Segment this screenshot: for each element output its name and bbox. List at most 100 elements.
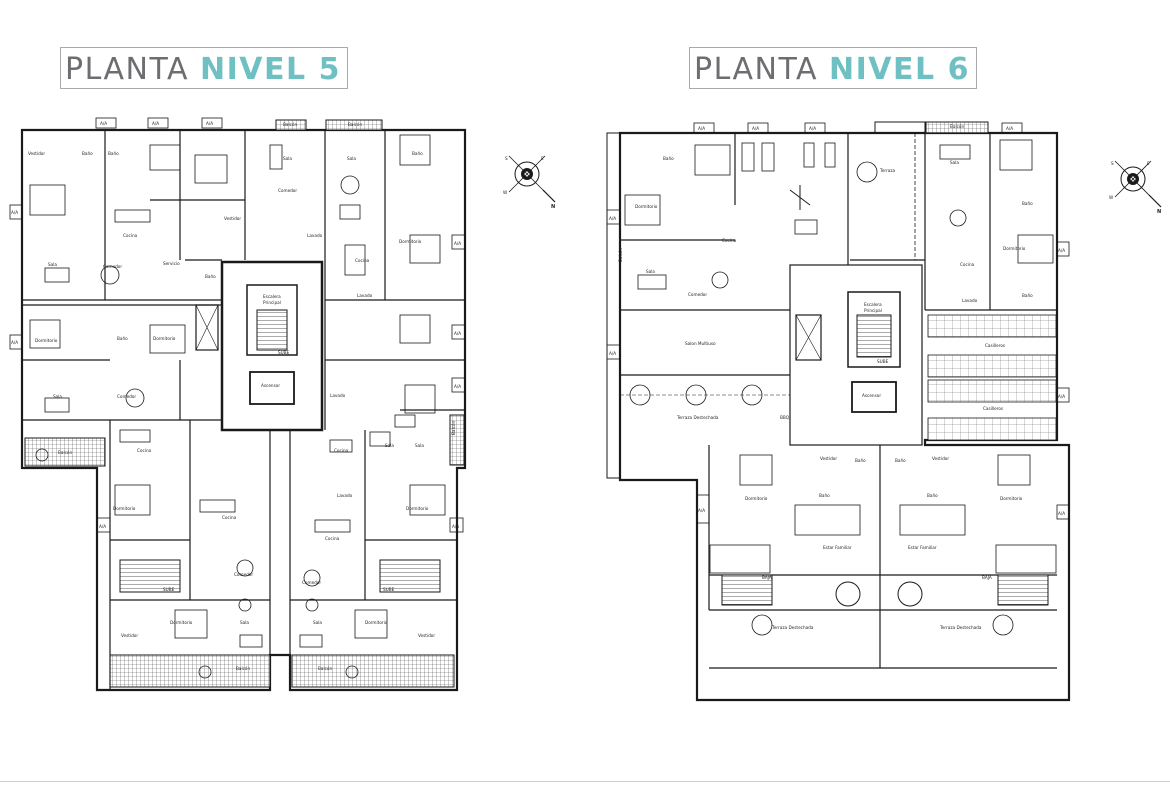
level5-balcony-right (449, 414, 465, 466)
l6-aa-left2: A/A (609, 351, 616, 356)
l5-comedor2: Comedor (103, 264, 122, 269)
l5-aa-top2: A/A (152, 121, 159, 126)
l5-bano1: Baño (82, 151, 93, 156)
l5-balcon-top1: Balcón (283, 122, 297, 127)
l6-bbq: BBQ (780, 415, 790, 420)
l6-bano3: Baño (1022, 293, 1033, 298)
l5-cocina1: Cocina (123, 233, 138, 238)
l6-escalera: Escalera (864, 302, 882, 307)
l6-lavado1: Lavado (962, 298, 978, 303)
l5-sube2: SUBE (163, 587, 175, 592)
l5-cocina2: Cocina (355, 258, 370, 263)
l5-dormitorio1: Dormitorio (399, 239, 422, 244)
level5-outer-wall (20, 128, 467, 692)
l5-sala2: Sala (347, 156, 356, 161)
l6-aa-left3: A/A (698, 508, 705, 513)
l5-sala1: Sala (283, 156, 292, 161)
l5-bano2: Baño (108, 151, 119, 156)
level5-title-name: NIVEL 5 (200, 52, 341, 87)
l5-comedor3: Comedor (117, 394, 136, 399)
l5-vestidor2: Vestidor (224, 216, 241, 221)
level5-balcony-left (24, 437, 106, 467)
level6-labels: A/A A/A A/A A/A Balcón Baño Terraza Sala… (609, 124, 1065, 630)
l6-bano4: Baño (855, 458, 866, 463)
l6-aa-right1: A/A (1058, 248, 1065, 253)
l5-balcon-right: Balcón (451, 421, 456, 435)
l5-principal: Principal (263, 300, 281, 305)
level5-title: PLANTA NIVEL 5 (60, 47, 348, 89)
l6-estar2: Estar Familiar (908, 545, 937, 550)
l5-vestidor4: Vestidor (418, 633, 435, 638)
l5-lavado1: Lavado (307, 233, 323, 238)
l5-dormitorio7: Dormitorio (365, 620, 388, 625)
l5-sala6: Sala (415, 443, 424, 448)
l6-ascensor: Ascensor (862, 393, 881, 398)
l6-balcon-top: Balcón (950, 124, 964, 129)
l5-vestidor1: Vestidor (28, 151, 45, 156)
l6-casilleros2: Casilleros (983, 406, 1003, 411)
l6-dormitorio2: Dormitorio (1003, 246, 1026, 251)
l5-aa-left3: A/A (99, 524, 106, 529)
level5-core (220, 260, 324, 432)
compass2-west: W (1109, 195, 1113, 200)
l5-sala4: Sala (53, 394, 62, 399)
l6-aa-left1: A/A (609, 216, 616, 221)
l5-escalera: Escalera (263, 294, 281, 299)
l5-lavado4: Lavado (337, 493, 353, 498)
level5-balcony-top2 (325, 119, 383, 131)
l6-sala2: Sala (646, 269, 655, 274)
l5-dormitorio5: Dormitorio (406, 506, 429, 511)
l6-aa-top4: A/A (1006, 126, 1013, 131)
l6-bano5: Baño (895, 458, 906, 463)
l5-sala8: Sala (313, 620, 322, 625)
l5-lavado3: Lavado (330, 393, 346, 398)
l6-terraza: Terraza (879, 168, 896, 173)
compass2-south: S (1111, 161, 1114, 166)
l6-balcon-left: Balcón (618, 248, 623, 262)
l6-comedor1: Comedor (688, 292, 707, 297)
l6-sube: SUBE (877, 359, 889, 364)
l5-aa-right3: A/A (454, 384, 461, 389)
level6-outer-wall (618, 131, 1071, 702)
l5-sube1: SUBE (278, 350, 290, 355)
l5-aa-right1: A/A (454, 241, 461, 246)
l5-aa-top3: A/A (206, 121, 213, 126)
l5-sala5: Sala (385, 443, 394, 448)
level5-labels: A/A A/A A/A Balcón Balcón Vestidor Baño … (11, 121, 461, 671)
l6-cocina1: Cocina (722, 238, 737, 243)
level5-balcony-bottom-left (109, 654, 271, 688)
l6-aa-top2: A/A (752, 126, 759, 131)
level6-title-prefix: PLANTA (694, 52, 818, 87)
compass2-east: E (1147, 161, 1150, 166)
level6-title: PLANTA NIVEL 6 (689, 47, 977, 89)
level5-balcony-top1 (275, 119, 307, 131)
l5-cocina4: Cocina (334, 448, 349, 453)
l5-servicio: Servicio (163, 261, 180, 266)
compass1-west: W (503, 190, 507, 195)
l5-bano3: Baño (412, 151, 423, 156)
l5-sala3: Sala (48, 262, 57, 267)
level5-balcony-bottom-right (291, 654, 455, 688)
l5-balcon-bot1: Balcón (236, 666, 250, 671)
l6-salon: Salon Multiuso (685, 341, 716, 346)
l6-cocina2: Cocina (960, 262, 975, 267)
compass1-south: S (505, 156, 508, 161)
l5-comedor5: Comedor (302, 580, 321, 585)
l5-sube3: SUBE (383, 587, 395, 592)
l5-bano5: Baño (117, 336, 128, 341)
l6-terraza-desc1: Terraza Destechada (676, 415, 719, 420)
l5-dormitorio4: Dormitorio (113, 506, 136, 511)
l6-estar1: Estar Familiar (823, 545, 852, 550)
l6-aa-top3: A/A (809, 126, 816, 131)
l5-sala7: Sala (240, 620, 249, 625)
l5-lavado2: Lavado (357, 293, 373, 298)
l6-baja2: BAJA (982, 575, 992, 580)
l6-bano2: Baño (1022, 201, 1033, 206)
l6-aa-right3: A/A (1058, 511, 1065, 516)
l6-vestidor1: Vestidor (820, 456, 837, 461)
l6-bano1: Baño (663, 156, 674, 161)
l6-aa-right2: A/A (1058, 394, 1065, 399)
l6-dormitorio1: Dormitorio (635, 204, 658, 209)
bottom-divider (0, 781, 1170, 782)
